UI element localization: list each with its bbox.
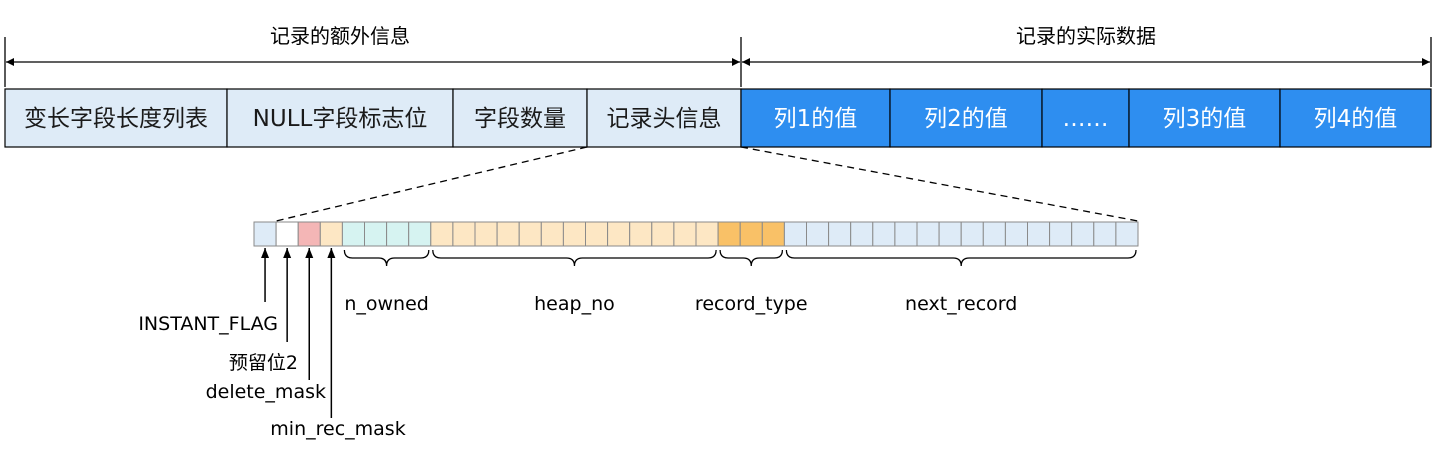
bit-cell xyxy=(739,221,763,247)
real-data-header: 记录的实际数据 xyxy=(1016,24,1156,48)
bit-cell xyxy=(761,221,785,247)
row-segment xyxy=(740,88,891,148)
row-segment xyxy=(1279,88,1432,148)
row-segment-label: 记录头信息 xyxy=(607,106,722,132)
bit-cell xyxy=(828,221,852,247)
row-segment xyxy=(889,88,1043,148)
bit-cell xyxy=(452,221,476,247)
bit-cell xyxy=(916,221,940,247)
row-segment xyxy=(4,88,228,148)
bit-cell xyxy=(1027,221,1051,247)
zoom-line-right xyxy=(740,146,1139,222)
bit-cell xyxy=(562,221,587,247)
row-segment-label: …… xyxy=(1063,106,1109,132)
bit-field-label: INSTANT_FLAG xyxy=(138,313,278,335)
bit-field-label: 预留位2 xyxy=(229,352,298,374)
bit-cell xyxy=(1071,221,1095,247)
zoom-lines xyxy=(275,146,1139,222)
bit-field-label: min_rec_mask xyxy=(270,418,405,440)
bit-cell xyxy=(629,221,653,247)
bit-cell xyxy=(496,221,520,247)
bit-cell xyxy=(540,221,564,247)
record-header-bits xyxy=(253,221,1139,247)
field-brace xyxy=(343,249,430,267)
single-bit-arrows: INSTANT_FLAG 预留位2 delete_mask min_rec_mask xyxy=(138,248,406,440)
row-segment-label: 变长字段长度列表 xyxy=(24,106,208,132)
bit-cell xyxy=(806,221,830,247)
row-segment xyxy=(226,88,454,148)
bit-cell xyxy=(275,221,299,247)
field-brace xyxy=(432,249,717,267)
bit-cell xyxy=(430,221,454,247)
bit-cell xyxy=(341,221,365,247)
bit-cell xyxy=(518,221,542,247)
bit-cell xyxy=(253,221,277,247)
row-segment-label: NULL字段标志位 xyxy=(253,106,428,132)
bit-cell xyxy=(695,221,719,247)
row-segment-label: 字段数量 xyxy=(474,106,566,132)
bit-cell xyxy=(960,221,984,247)
field-brace xyxy=(785,249,1137,267)
bit-field-label: n_owned xyxy=(344,293,429,315)
bit-cell xyxy=(297,221,321,247)
bit-field-braces: n_owned heap_no record_type next_record xyxy=(343,249,1137,315)
bit-cell xyxy=(1115,221,1139,247)
bit-cell xyxy=(1093,221,1117,247)
extra-info-header: 记录的额外信息 xyxy=(270,24,410,48)
bit-cell xyxy=(783,221,808,247)
row-segment xyxy=(586,88,742,148)
bit-field-label: heap_no xyxy=(534,293,615,315)
row-segment xyxy=(1041,88,1130,148)
bit-cell xyxy=(673,221,697,247)
record-row: 变长字段长度列表 NULL字段标志位 字段数量 记录头信息 列1的值 列2的值 …… 列3的值… xyxy=(4,88,1432,148)
bit-cell xyxy=(364,221,388,247)
bit-cell xyxy=(651,221,675,247)
bit-cell xyxy=(850,221,874,247)
bit-field-label: record_type xyxy=(695,293,808,315)
bit-cell xyxy=(474,221,498,247)
bit-cell xyxy=(717,221,741,247)
bit-cell xyxy=(1049,221,1073,247)
bit-field-label: delete_mask xyxy=(206,381,326,403)
bit-cell xyxy=(872,221,896,247)
bit-cell xyxy=(607,221,631,247)
bit-cell xyxy=(319,221,343,247)
row-segment-label: 列2的值 xyxy=(924,106,1008,132)
row-segment-label: 列4的值 xyxy=(1314,106,1398,132)
bit-cell xyxy=(408,221,432,247)
span-indicators: 记录的额外信息 记录的实际数据 xyxy=(4,24,1432,87)
bit-cell xyxy=(386,221,410,247)
bit-cell xyxy=(585,221,609,247)
bit-cell xyxy=(938,221,962,247)
bit-cell xyxy=(982,221,1006,247)
bit-cell xyxy=(1004,221,1029,247)
row-segment-label: 列1的值 xyxy=(774,106,858,132)
field-brace xyxy=(719,249,784,267)
bit-field-label: next_record xyxy=(905,293,1017,315)
row-segment-label: 列3的值 xyxy=(1163,106,1247,132)
zoom-line-left xyxy=(275,146,588,222)
bit-cell xyxy=(894,221,918,247)
row-segment xyxy=(452,88,588,148)
